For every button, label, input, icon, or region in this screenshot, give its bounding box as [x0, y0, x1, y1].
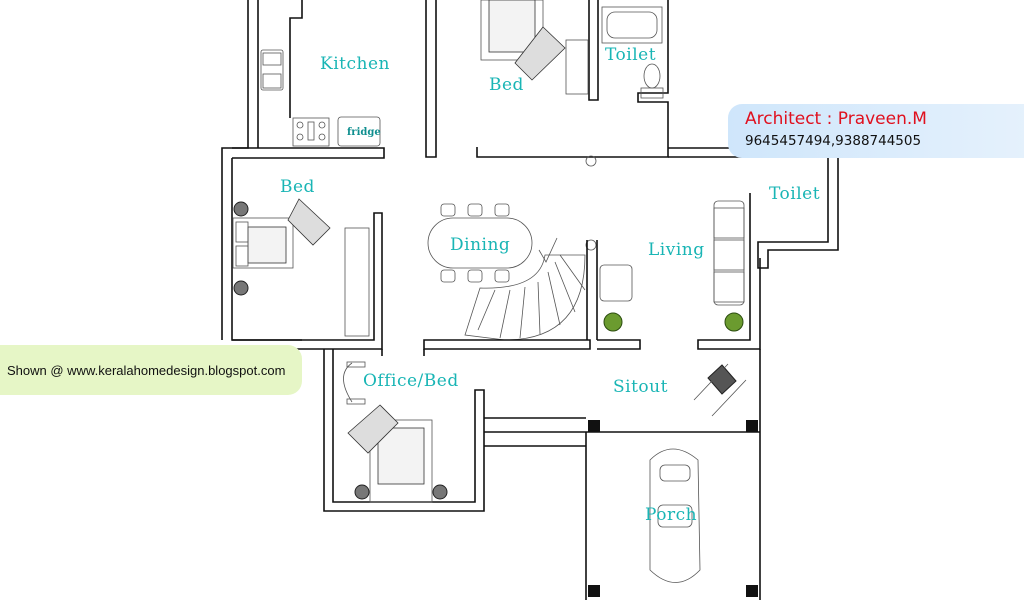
- fridge-label: fridge: [347, 127, 381, 138]
- kitchen-stove: [292, 117, 330, 147]
- left-bed: [232, 198, 331, 296]
- room-label-office-bed: Office/Bed: [363, 371, 459, 391]
- fridge: fridge: [337, 116, 381, 147]
- room-label-bed-top: Bed: [489, 75, 524, 95]
- office-walls: [323, 349, 485, 512]
- office-bed: [347, 404, 448, 503]
- room-label-porch: Porch: [645, 505, 697, 525]
- swing-chair: [693, 363, 747, 417]
- room-label-living: Living: [648, 240, 705, 260]
- office-chair: [343, 361, 366, 405]
- car: [649, 448, 701, 583]
- top-bed: [480, 0, 566, 81]
- toilet-seat-top: [640, 63, 664, 99]
- plant-left: [603, 312, 623, 332]
- plant-right: [724, 312, 744, 332]
- architect-name: Architect : Praveen.M: [745, 109, 927, 129]
- room-label-toilet-top: Toilet: [605, 45, 656, 65]
- room-label-kitchen: Kitchen: [320, 54, 390, 74]
- bathtub: [601, 6, 663, 44]
- top-wardrobe: [565, 39, 589, 95]
- kitchen-sink: [260, 49, 284, 91]
- dining-walls: [423, 240, 598, 350]
- architect-phone: 9645457494,9388744505: [745, 133, 922, 149]
- source-callout: [0, 345, 302, 395]
- source-link[interactable]: Shown @ www.keralahomedesign.blogspot.co…: [7, 363, 286, 378]
- kitchen-walls: [221, 0, 437, 340]
- architect-callout: [728, 104, 1024, 158]
- living-furniture: [599, 200, 745, 306]
- room-label-bed-left: Bed: [280, 177, 315, 197]
- room-label-toilet-right: Toilet: [769, 184, 820, 204]
- dining-table: [427, 203, 533, 283]
- left-wardrobe: [344, 227, 370, 337]
- room-label-dining: Dining: [450, 235, 510, 255]
- living-walls: [597, 193, 761, 350]
- sitout-walls: [484, 349, 761, 600]
- room-label-sitout: Sitout: [613, 377, 668, 397]
